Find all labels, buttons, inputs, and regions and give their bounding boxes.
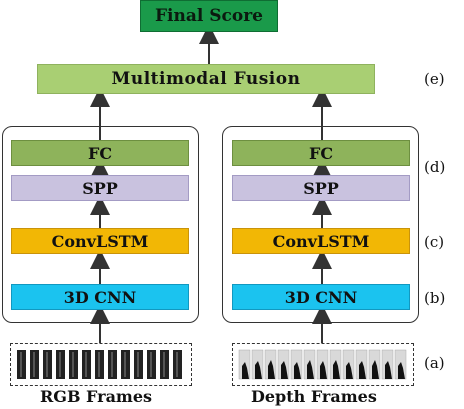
- rgb-fc-box: FC: [11, 140, 189, 166]
- stage-label-e: (e): [424, 70, 445, 88]
- depth-3dcnn-box: 3D CNN: [232, 284, 410, 310]
- depth-frames-thumbnails: [238, 349, 407, 380]
- rgb-convlstm-box: ConvLSTM: [11, 228, 189, 254]
- rgb-frames-thumbnails: [17, 350, 182, 379]
- depth-fc-box: FC: [232, 140, 410, 166]
- rgb-branch-container: [2, 126, 199, 323]
- depth-frames-box: [232, 343, 414, 386]
- depth-branch-container: [222, 126, 419, 323]
- stage-label-c: (c): [424, 233, 445, 251]
- rgb-frames-box: [10, 343, 192, 386]
- depth-spp-box: SPP: [232, 175, 410, 201]
- final-score-box: Final Score: [140, 0, 278, 32]
- rgb-spp-box: SPP: [11, 175, 189, 201]
- rgb-3dcnn-box: 3D CNN: [11, 284, 189, 310]
- stage-label-a: (a): [424, 354, 445, 372]
- depth-frames-label: Depth Frames: [251, 387, 377, 406]
- stage-label-b: (b): [424, 289, 446, 307]
- depth-convlstm-box: ConvLSTM: [232, 228, 410, 254]
- multimodal-fusion-box: Multimodal Fusion: [37, 64, 375, 94]
- stage-label-d: (d): [424, 158, 446, 176]
- rgb-frames-label: RGB Frames: [40, 387, 153, 406]
